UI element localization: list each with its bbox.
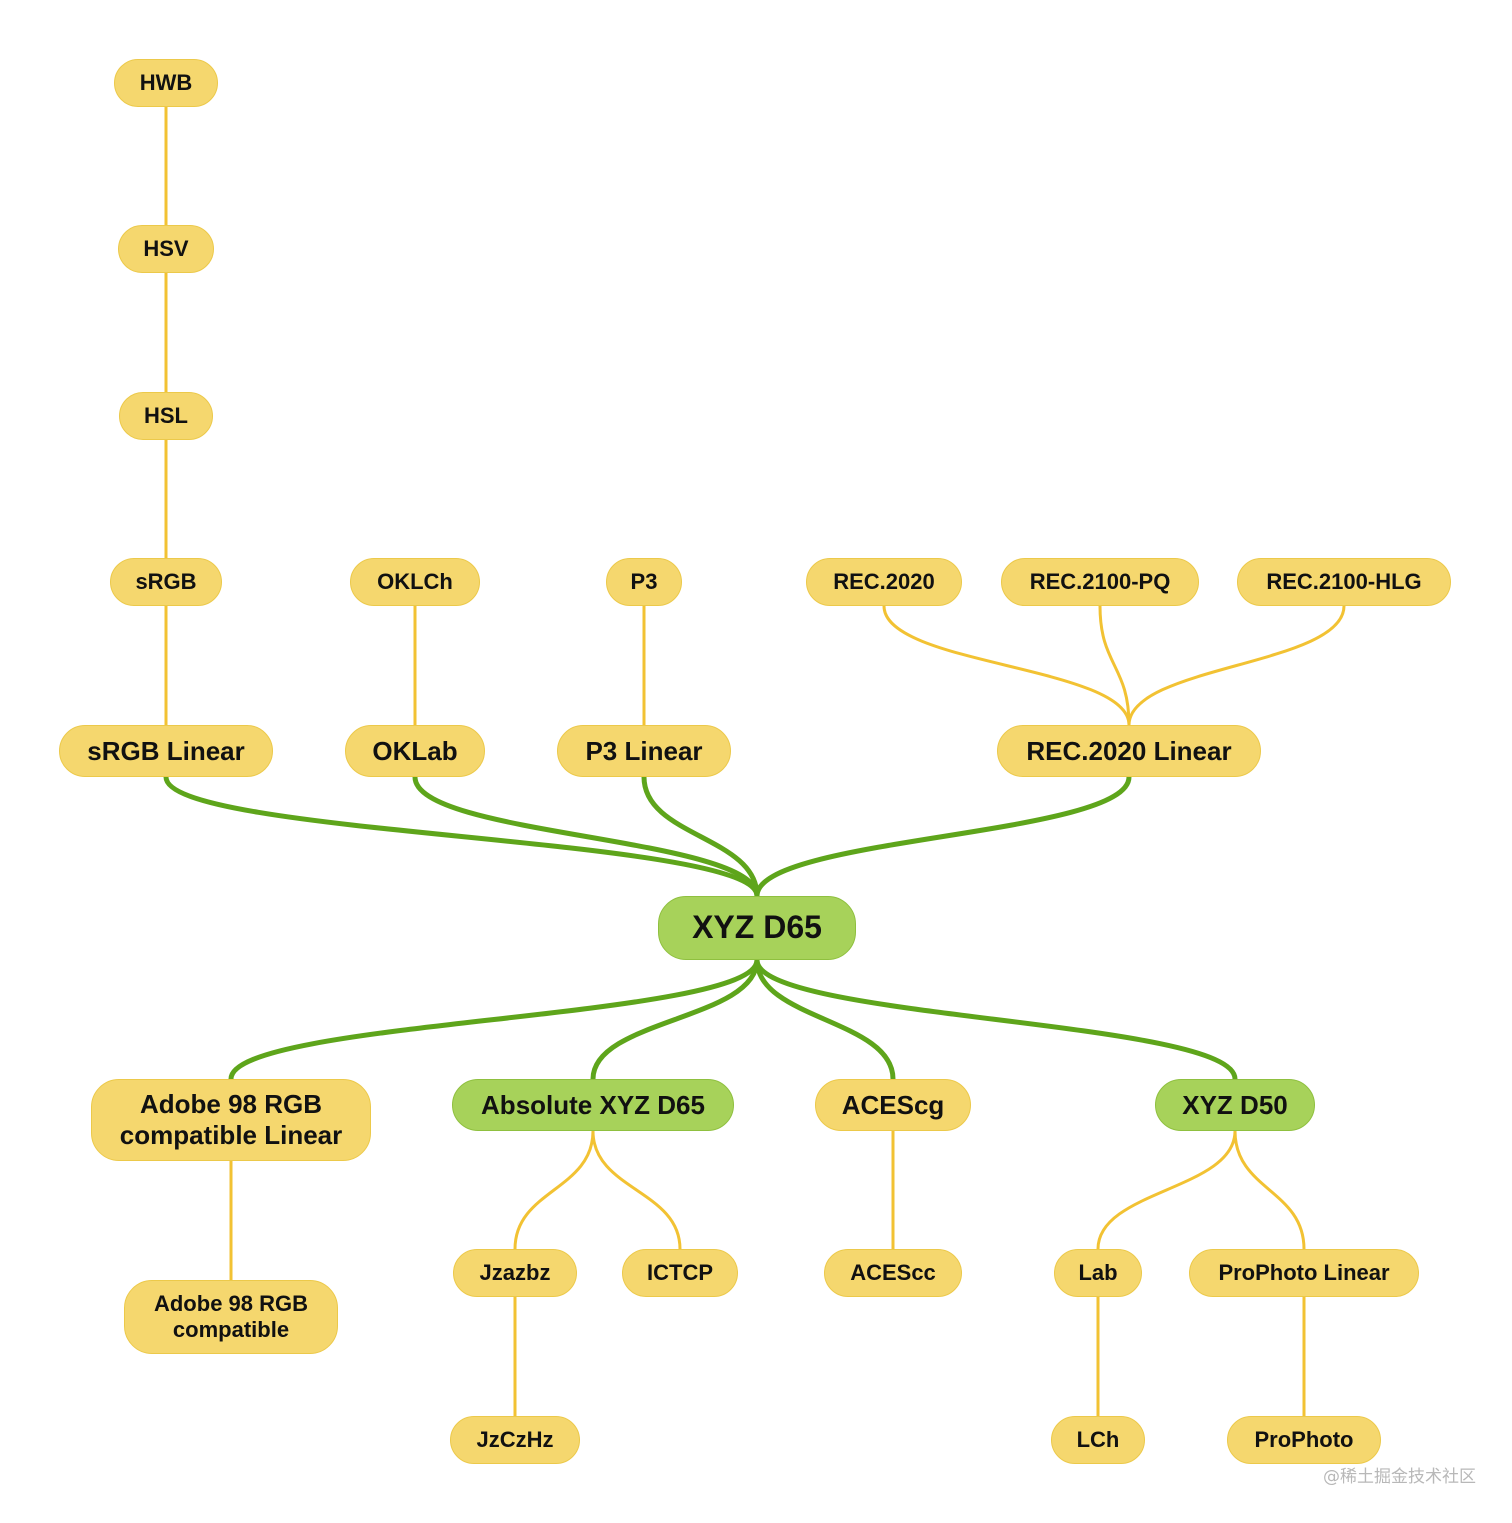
node-ictcp: ICTCP bbox=[622, 1249, 738, 1297]
edge-oklab-to-xyz_d65 bbox=[412, 774, 760, 899]
node-hwb: HWB bbox=[114, 59, 218, 107]
node-rec2100hlg: REC.2100-HLG bbox=[1237, 558, 1451, 606]
edge-rec2100pq-to-rec2020_linear bbox=[1098, 604, 1131, 727]
edge-rec2020-to-rec2020_linear bbox=[882, 604, 1131, 727]
node-jzczhz: JzCzHz bbox=[450, 1416, 580, 1464]
edge-xyz_d65-to-a98_linear bbox=[228, 957, 760, 1082]
node-a98-linear: Adobe 98 RGB compatible Linear bbox=[91, 1079, 371, 1161]
edge-xyz_d50-to-lab bbox=[1096, 1129, 1237, 1251]
watermark: @稀土掘金技术社区 bbox=[1323, 1467, 1476, 1487]
node-srgb-linear: sRGB Linear bbox=[59, 725, 273, 777]
node-rec2020: REC.2020 bbox=[806, 558, 962, 606]
node-p3: P3 bbox=[606, 558, 682, 606]
node-abs-xyz-d65: Absolute XYZ D65 bbox=[452, 1079, 734, 1131]
edge-p3_linear-to-xyz_d65 bbox=[641, 774, 760, 899]
node-rec2020-linear: REC.2020 Linear bbox=[997, 725, 1261, 777]
node-jzazbz: Jzazbz bbox=[453, 1249, 577, 1297]
node-lab: Lab bbox=[1054, 1249, 1142, 1297]
edge-abs_xyz_d65-to-ictcp bbox=[591, 1129, 682, 1251]
edge-rec2020_linear-to-xyz_d65 bbox=[754, 774, 1132, 899]
node-rec2100pq: REC.2100-PQ bbox=[1001, 558, 1199, 606]
node-oklch: OKLCh bbox=[350, 558, 480, 606]
node-lch: LCh bbox=[1051, 1416, 1145, 1464]
node-srgb: sRGB bbox=[110, 558, 222, 606]
node-xyz-d50: XYZ D50 bbox=[1155, 1079, 1315, 1131]
edge-xyz_d50-to-prophoto_linear bbox=[1233, 1129, 1306, 1251]
node-prophoto-linear: ProPhoto Linear bbox=[1189, 1249, 1419, 1297]
node-oklab: OKLab bbox=[345, 725, 485, 777]
edge-xyz_d65-to-abs_xyz_d65 bbox=[590, 957, 760, 1082]
node-acescc: ACEScc bbox=[824, 1249, 962, 1297]
edge-xyz_d65-to-acescg bbox=[754, 957, 896, 1082]
node-prophoto: ProPhoto bbox=[1227, 1416, 1381, 1464]
node-p3-linear: P3 Linear bbox=[557, 725, 731, 777]
edge-srgb_linear-to-xyz_d65 bbox=[163, 774, 760, 899]
node-a98: Adobe 98 RGB compatible bbox=[124, 1280, 338, 1354]
edge-abs_xyz_d65-to-jzazbz bbox=[513, 1129, 595, 1251]
node-hsl: HSL bbox=[119, 392, 213, 440]
node-xyz-d65: XYZ D65 bbox=[658, 896, 856, 960]
node-acescg: ACEScg bbox=[815, 1079, 971, 1131]
node-hsv: HSV bbox=[118, 225, 214, 273]
edge-rec2100hlg-to-rec2020_linear bbox=[1127, 604, 1346, 727]
edge-xyz_d65-to-xyz_d50 bbox=[754, 957, 1238, 1082]
